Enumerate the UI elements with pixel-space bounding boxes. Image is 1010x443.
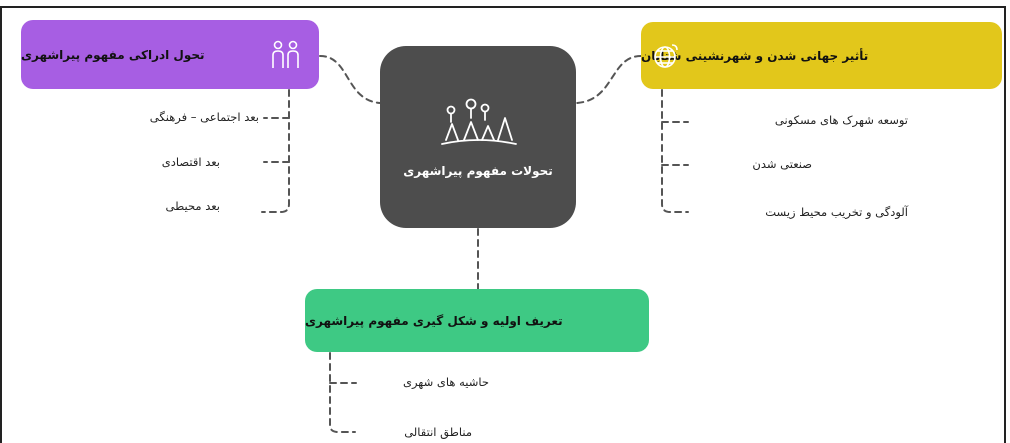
spine-perceptual: [261, 89, 290, 213]
globalization-title: تأثیر جهانی شدن و شهرنشینی شتابان: [641, 48, 869, 63]
spine-globalization: [661, 89, 689, 213]
center-node: تحولات مفهوم پیراشهری: [380, 46, 576, 228]
definition-item: مناطق انتقالی: [404, 425, 472, 439]
globalization-item: صنعتی شدن: [752, 157, 812, 171]
definition-node: تعریف اولیه و شکل گیری مفهوم پیراشهری: [305, 289, 649, 352]
center-title: تحولات مفهوم پیراشهری: [403, 164, 553, 178]
spine-definition: [329, 352, 356, 433]
perceptual-item: بعد اقتصادی: [161, 155, 220, 169]
perceptual-node: تحول ادراکی مفهوم پیراشهری: [21, 20, 319, 89]
people-trees-icon: [441, 98, 517, 145]
globalization-node: تأثیر جهانی شدن و شهرنشینی شتابان: [641, 22, 1002, 89]
image-frame: [0, 6, 1006, 443]
perceptual-title: تحول ادراکی مفهوم پیراشهری: [21, 47, 205, 62]
perceptual-item: بعد اجتماعی – فرهنگی: [149, 110, 259, 124]
globalization-item: آلودگی و تخریب محیط زیست: [765, 205, 908, 219]
perceptual-item: بعد محیطی: [165, 199, 220, 213]
globalization-item: توسعه شهرک های مسکونی: [774, 113, 908, 127]
globe-icon: [654, 44, 678, 68]
definition-title: تعریف اولیه و شکل گیری مفهوم پیراشهری: [305, 313, 563, 328]
two-people-icon: [272, 40, 299, 68]
connector-globalization: [576, 55, 642, 104]
connector-perceptual: [319, 55, 381, 104]
definition-item: حاشیه های شهری: [402, 375, 489, 389]
